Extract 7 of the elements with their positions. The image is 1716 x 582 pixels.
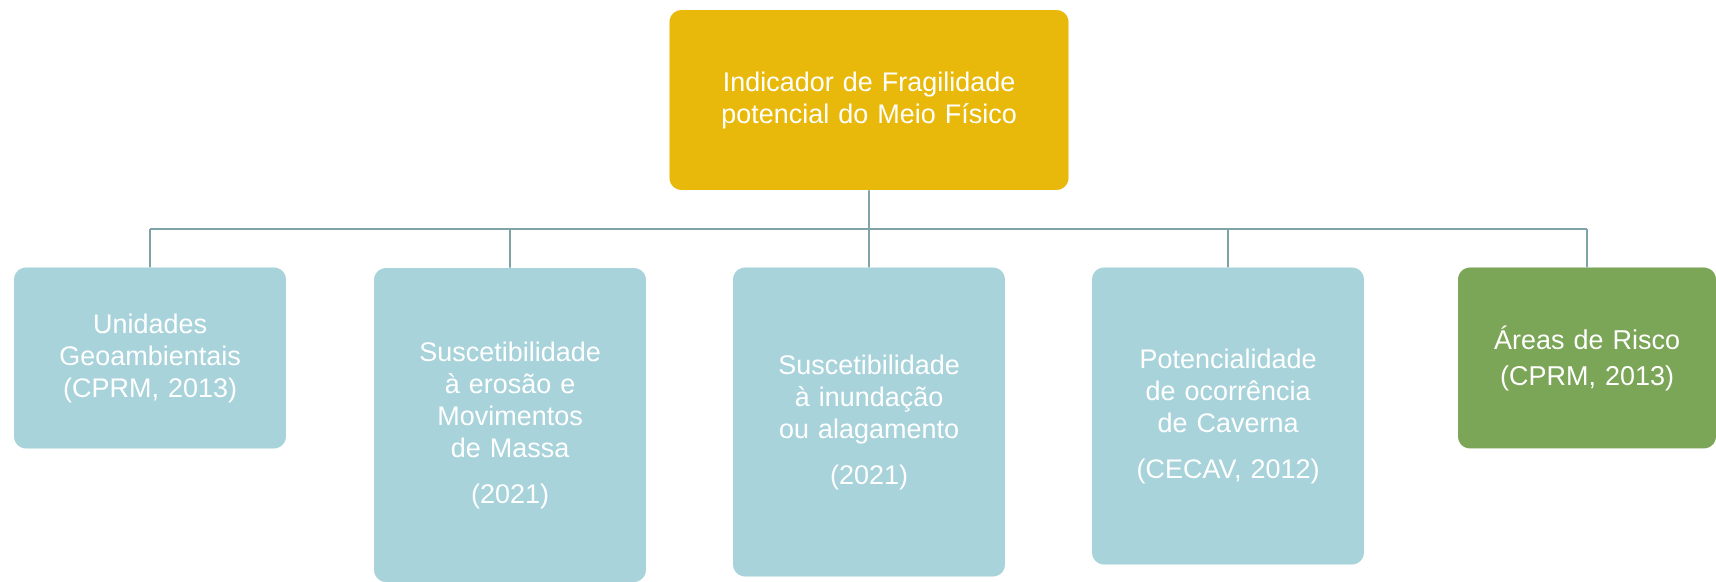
- process-box: Suscetibilidade à erosão e Movimentos de Massa (2021): [374, 268, 646, 582]
- connector-line: [149, 189, 1588, 269]
- process-box: Áreas de Risco (CPRM, 2013): [1458, 267, 1716, 449]
- process-box: Indicador de Fragilidade potencial do Meio Físico: [669, 10, 1069, 190]
- process-box: Potencialidade de ocorrência de Caverna (CECAV, 2012): [1092, 267, 1364, 565]
- process-box: Suscetibilidade à inundação ou alagamento (2021): [733, 267, 1005, 577]
- process-box: Unidades Geoambientais (CPRM, 2013): [14, 267, 286, 449]
